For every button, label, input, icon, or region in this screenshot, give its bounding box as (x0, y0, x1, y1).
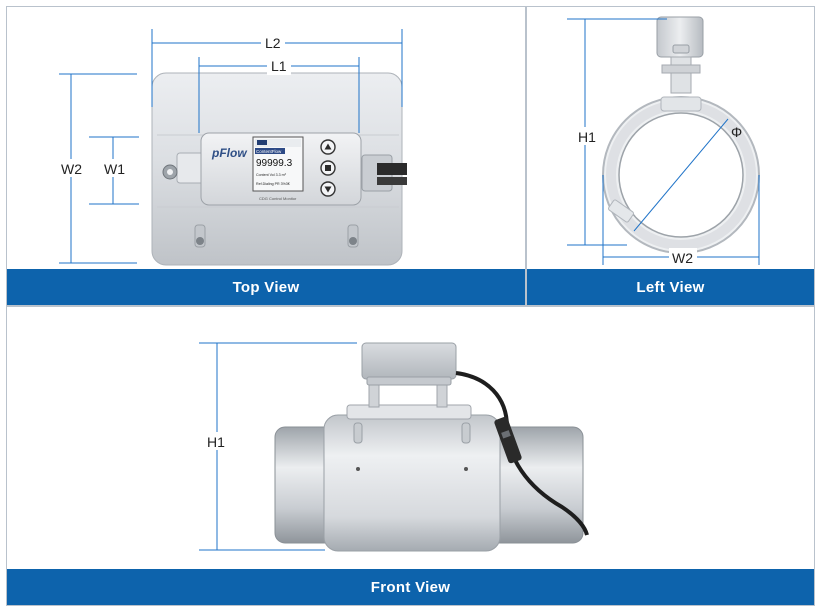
sensor-head-front (361, 342, 457, 380)
panel-footer-label: CDG Control Monitor (259, 196, 297, 201)
cable-connector (494, 416, 522, 464)
front-view-panel: H1 Front View (6, 306, 815, 606)
lcd-row-1: Content Vol 3.3 m³ (256, 173, 287, 177)
dim-label-w2: W2 (61, 161, 82, 177)
neck (670, 56, 692, 94)
top-view-caption: Top View (7, 269, 525, 305)
dim-label-phi: Φ (731, 124, 742, 140)
top-view-panel: pFlow ContentFlow 99999.3 Content Vol 3.… (6, 6, 526, 306)
down-button[interactable] (320, 181, 336, 197)
left-view-panel: H1 W2 Φ Left View (526, 6, 815, 306)
lcd-row-2: Ref.Dialing PR 3%3€ (256, 182, 290, 186)
signal-cable (455, 371, 589, 536)
dim-label-w2-left: W2 (672, 250, 693, 266)
left-view-caption: Left View (527, 269, 814, 305)
arrow-up-icon (324, 143, 332, 150)
arrow-down-icon (324, 186, 332, 193)
lcd-reading: 99999.3 (256, 158, 293, 169)
square-icon (325, 165, 331, 171)
lcd-header: ContentFlow (256, 149, 282, 154)
dim-label-w1: W1 (104, 161, 125, 177)
top-view-drawing: pFlow ContentFlow 99999.3 Content Vol 3.… (59, 29, 407, 266)
diameter-line (633, 118, 729, 232)
front-view-caption: Front View (7, 569, 814, 605)
up-button[interactable] (320, 139, 336, 155)
dim-label-l2: L2 (265, 35, 281, 51)
front-view-drawing: H1 (199, 342, 589, 552)
dim-label-l1: L1 (271, 58, 287, 74)
left-view-drawing: H1 W2 Φ (567, 16, 760, 266)
meter-body-front (323, 414, 501, 552)
cable (377, 163, 407, 175)
enter-button[interactable] (320, 160, 336, 176)
brand-logo: pFlow (211, 146, 247, 160)
dim-label-h1-front: H1 (207, 434, 225, 450)
dim-label-h1-left: H1 (578, 129, 596, 145)
